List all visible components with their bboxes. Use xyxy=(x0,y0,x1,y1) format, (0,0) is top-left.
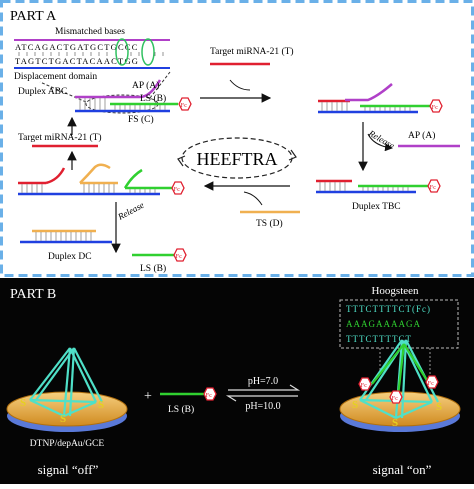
ls-strand-b: Fc LS (B) xyxy=(160,387,217,415)
target-label-top: Target miRNA-21 (T) xyxy=(210,46,294,57)
target-join-arrow xyxy=(229,79,251,91)
heeftra-label: HEEFTRA xyxy=(197,149,278,169)
sequence-inset: Mismatched bases ATCAGACTGATGCTGCCC TAGT… xyxy=(14,27,170,82)
plus-sign: + xyxy=(144,389,152,404)
duplex-dc-label: Duplex DC xyxy=(48,252,92,262)
mismatched-bases-label: Mismatched bases xyxy=(55,27,125,37)
ts-label: TS (D) xyxy=(256,218,283,229)
mismatch-circle-1 xyxy=(115,38,129,66)
part-a-diagram: PART A Mismatched bases ATCAGACTGATGCTGC… xyxy=(0,0,474,277)
s-label: S xyxy=(60,413,66,425)
forward-arrow xyxy=(228,384,301,391)
fc-tag: Fc xyxy=(176,253,183,260)
ts-join-arrow xyxy=(243,191,263,206)
target-label-left: Target miRNA-21 (T) xyxy=(18,132,102,143)
signal-off-label: signal “off” xyxy=(38,462,99,477)
ap-label: AP (A) xyxy=(132,80,159,91)
s-label: S xyxy=(392,417,398,429)
sequence-top: ATCAGACTGATGCTGCCC xyxy=(15,42,139,52)
hoogsteen-row-3: TTTCTTTTCT xyxy=(346,334,412,344)
hoogsteen-box xyxy=(339,299,459,349)
ls-released: Fc LS (B) xyxy=(132,248,187,274)
duplex-tbc-label: Duplex TBC xyxy=(352,202,401,212)
hoogsteen-label: Hoogsteen xyxy=(371,285,419,297)
part-a-title: PART A xyxy=(10,9,57,24)
part-b-title: PART B xyxy=(10,287,56,302)
fc-tag: Fc xyxy=(428,380,435,387)
ph-7-label: pH=7.0 xyxy=(248,376,278,387)
hoogsteen-row-1: TTTCTTTTCT(Fc) xyxy=(346,304,431,314)
mismatch-circle-2 xyxy=(141,38,155,66)
release-ap-arrow xyxy=(367,133,393,152)
fc-tag: Fc xyxy=(430,184,437,191)
reverse-arrow xyxy=(225,395,298,402)
heeftra-cycle xyxy=(181,137,293,179)
duplex-abc-label: Duplex ABC xyxy=(18,87,67,97)
s-label: S xyxy=(352,399,358,411)
ls-label: LS (B) xyxy=(140,93,166,104)
ls-b-label: LS (B) xyxy=(168,404,194,415)
fc-tag: Fc xyxy=(181,102,188,109)
release-ls-label: Release xyxy=(115,200,145,222)
ph-equilibrium: pH=7.0 pH=10.0 xyxy=(225,376,301,412)
duplex-abc: Fc Duplex ABC AP (A) LS (B) FS (C) xyxy=(18,71,192,125)
s-label: S xyxy=(436,401,442,413)
fc-tag: Fc xyxy=(174,186,181,193)
s-label: S xyxy=(98,399,104,411)
part-a-border xyxy=(0,0,474,277)
fc-tag: Fc xyxy=(206,392,213,399)
part-a-panel: PART A Mismatched bases ATCAGACTGATGCTGC… xyxy=(0,0,474,278)
fc-tag: Fc xyxy=(392,395,399,402)
duplex-dc: Duplex DC xyxy=(20,229,112,262)
signal-on-label: signal “on” xyxy=(373,462,432,477)
ap-released-label: AP (A) xyxy=(408,130,435,141)
electrode-label: DTNP/depAu/GCE xyxy=(30,439,105,449)
fs-label: FS (C) xyxy=(128,114,154,125)
left-intermediate: Fc xyxy=(18,163,185,196)
sequence-bottom: TAGTCTGACTACAACTGG xyxy=(15,56,139,66)
ls-released-label: LS (B) xyxy=(140,263,166,274)
intermediate-complex: Fc xyxy=(318,83,443,114)
electrode-on: Fc Fc Fc S S S xyxy=(339,339,461,432)
part-b-panel: PART B S S S DTNP/depAu/GCE signal “off”… xyxy=(0,278,474,484)
displacement-domain-label: Displacement domain xyxy=(14,72,97,82)
release-ap-label: Release xyxy=(366,128,396,151)
s-label: S xyxy=(20,397,26,409)
electrode-off: S S S DTNP/depAu/GCE xyxy=(6,347,128,449)
duplex-tbc: Fc Duplex TBC xyxy=(316,179,441,212)
part-b-diagram: PART B S S S DTNP/depAu/GCE signal “off”… xyxy=(6,285,461,477)
hoogsteen-row-2: AAAGAAAAGA xyxy=(346,319,421,329)
fc-tag: Fc xyxy=(432,104,439,111)
ph-10-label: pH=10.0 xyxy=(245,401,280,412)
fc-tag: Fc xyxy=(361,382,368,389)
